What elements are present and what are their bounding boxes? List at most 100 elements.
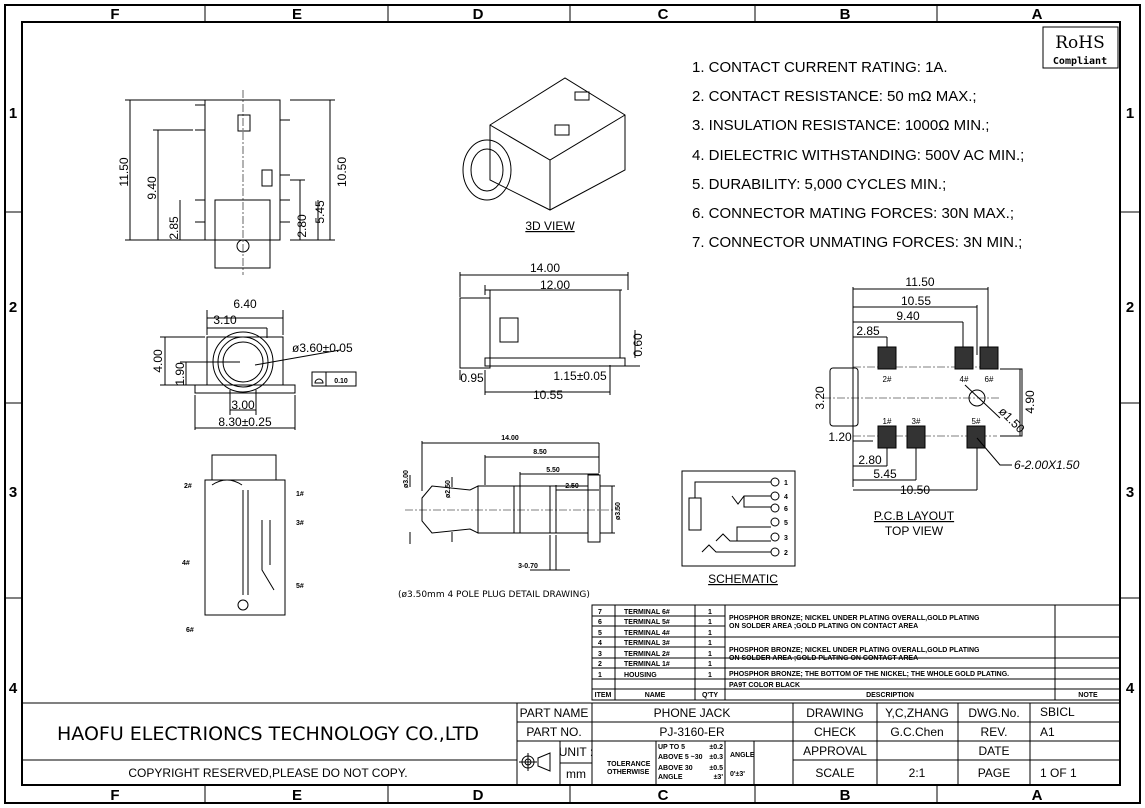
section-view: 2# 1# 3# 4# 5# 6#	[182, 454, 304, 634]
dim-label: 5.50	[546, 467, 560, 474]
company-name: HAOFU ELECTRIONCS TECHNOLOGY CO.,LTD	[57, 723, 479, 745]
dim-label: 2.50	[565, 483, 579, 490]
tolerance-value: ±0.2	[709, 744, 723, 751]
dim-label: 14.00	[530, 261, 560, 275]
bom-desc: ON SOLDER AREA ;GOLD PLATING ON CONTACT …	[729, 623, 918, 630]
dim-label: 9.40	[145, 176, 159, 200]
tolerance-label: TOLERANCE	[607, 761, 651, 768]
drawing-value: Y,C,ZHANG	[885, 706, 949, 720]
bom-qty: 1	[708, 640, 712, 647]
pin-label: 3#	[296, 520, 304, 527]
dim-label: 8.30±0.25	[218, 415, 272, 429]
part-no-value: PJ-3160-ER	[659, 725, 725, 739]
pad-size-label: 6-2.00X1.50	[1014, 458, 1080, 472]
dim-label: 2.85	[856, 324, 880, 338]
title-block: HAOFU ELECTRIONCS TECHNOLOGY CO.,LTD COP…	[22, 702, 1120, 785]
bom-item: 3	[598, 651, 602, 658]
page-label: PAGE	[978, 766, 1010, 780]
part-no-label: PART NO.	[526, 725, 581, 739]
drawing-label: DRAWING	[806, 706, 864, 720]
angle-label: ANGLE	[730, 752, 755, 759]
zone-row: 2	[9, 299, 17, 316]
bom-item: 1	[598, 672, 602, 679]
dim-label: 3.20	[813, 386, 827, 410]
pin-label: 4#	[182, 560, 190, 567]
zone-row: 4	[1126, 680, 1135, 697]
dim-label: 12.00	[540, 278, 570, 292]
bom-qty: 1	[708, 651, 712, 658]
zone-col: E	[292, 787, 302, 804]
scale-label: SCALE	[815, 766, 854, 780]
zone-col: F	[110, 787, 119, 804]
pcb-pad	[979, 346, 999, 370]
pcb-sublabel: TOP VIEW	[885, 524, 944, 538]
pad-label: 3#	[912, 417, 921, 426]
bom-desc: PHOSPHOR BRONZE; NICKEL UNDER PLATING OV…	[729, 647, 980, 654]
pcb-pad	[954, 346, 974, 370]
pcb-layout: 11.50 10.55 9.40 2.85 3.20 1.20 2.80 5.4…	[813, 275, 1080, 538]
bom-qty: 1	[708, 609, 712, 616]
approval-label: APPROVAL	[803, 744, 867, 758]
bom-desc: PA9T COLOR BLACK	[729, 682, 800, 689]
3d-view-label: 3D VIEW	[525, 219, 575, 233]
flatness-tolerance: 0.10	[334, 378, 348, 385]
bom-qty: 1	[708, 630, 712, 637]
scale-value: 2:1	[909, 766, 926, 780]
note-item: 3. INSULATION RESISTANCE: 1000Ω MIN.;	[692, 117, 989, 134]
zone-col: E	[292, 6, 302, 23]
dim-label: 5.45	[873, 467, 897, 481]
3d-view: 3D VIEW	[462, 77, 626, 233]
dim-label: 10.50	[900, 483, 930, 497]
note-item: 2. CONTACT RESISTANCE: 50 mΩ MAX.;	[692, 88, 977, 105]
note-item: 5. DURABILITY: 5,000 CYCLES MIN.;	[692, 176, 946, 193]
dim-label: 2.80	[295, 214, 309, 238]
pin-number: 6	[784, 506, 788, 513]
bom-item: 2	[598, 661, 602, 668]
front-view: 6.40 3.10 4.00 1.90 ø3.60±0.05 3.00 8.30…	[151, 297, 357, 430]
bom-name: TERMINAL 1#	[624, 661, 670, 668]
dim-label: 4.90	[1023, 390, 1037, 414]
zone-row: 2	[1126, 299, 1134, 316]
rev-label: REV.	[981, 725, 1008, 739]
zone-row: 3	[9, 484, 17, 501]
spec-notes: 1. CONTACT CURRENT RATING: 1A. 2. CONTAC…	[692, 59, 1024, 251]
schematic: 1 4 6 5 3 2 SCHEMATIC	[681, 470, 796, 586]
unit-value: mm	[566, 767, 586, 781]
zone-col: D	[473, 787, 484, 804]
dim-label: 1.20	[828, 430, 852, 444]
sheet-frame: F E D C B A F E D C B A 1 2 3 4 1 2 3 4	[4, 4, 1141, 804]
dim-label: 6.40	[233, 297, 257, 311]
pin-number: 4	[784, 494, 788, 501]
dim-label: 0.95	[460, 371, 484, 385]
bom-desc: ON SOLDER AREA ;GOLD PLATING ON CONTACT …	[729, 655, 918, 662]
bom-header: NOTE	[1078, 692, 1098, 699]
pcb-pad	[877, 425, 897, 449]
pin-number: 5	[784, 520, 788, 527]
pad-label: 1#	[883, 417, 892, 426]
note-item: 6. CONNECTOR MATING FORCES: 30N MAX.;	[692, 205, 1014, 222]
pin-label: 6#	[186, 627, 194, 634]
pcb-label: P.C.B LAYOUT	[874, 509, 955, 523]
pad-label: 5#	[972, 417, 981, 426]
dim-label: 5.45	[313, 200, 327, 224]
rev-value: A1	[1040, 725, 1055, 739]
tolerance-range: ANGLE	[658, 774, 683, 781]
pin-number: 1	[784, 480, 788, 487]
dim-label: 3.00	[231, 398, 255, 412]
tolerance-range: ABOVE 5 ~30	[658, 754, 703, 761]
dim-label: 10.55	[901, 294, 931, 308]
part-name-value: PHONE JACK	[654, 706, 731, 720]
bom-name: TERMINAL 2#	[624, 651, 670, 658]
bom-header: DESCRIPTION	[866, 692, 914, 699]
dwg-no-label: DWG.No.	[968, 706, 1019, 720]
pin-label: 1#	[296, 491, 304, 498]
dim-label: 3.10	[213, 313, 237, 327]
bom-name: TERMINAL 5#	[624, 619, 670, 626]
note-item: 4. DIELECTRIC WITHSTANDING: 500V AC MIN.…	[692, 147, 1024, 164]
